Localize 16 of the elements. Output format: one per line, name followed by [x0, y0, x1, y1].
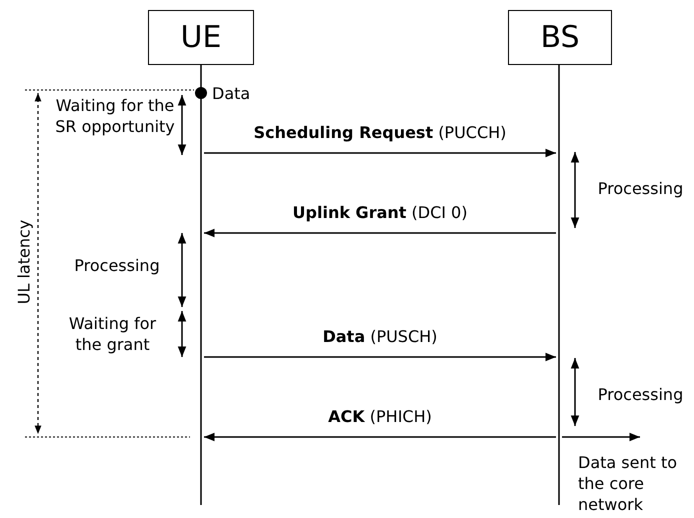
- message-arrow: [204, 148, 556, 158]
- duration-label: Processing: [596, 384, 684, 405]
- latency-label: UL latency: [14, 220, 34, 304]
- message-label: Uplink Grant (DCI 0): [290, 203, 470, 222]
- message-arrow: [204, 432, 556, 442]
- participant-box: UE: [148, 10, 254, 65]
- note-text: Data sent to the core network: [578, 452, 678, 515]
- duration-label: Waiting for the grant: [68, 313, 158, 355]
- duration-label: Waiting for the SR opportunity: [54, 95, 176, 137]
- duration-label: Processing: [73, 255, 161, 276]
- message-arrow: [204, 228, 556, 238]
- event-label: Data: [212, 83, 252, 104]
- message-arrow: [204, 352, 556, 362]
- participant-box: BS: [508, 10, 612, 65]
- message-arrow: [562, 432, 640, 442]
- duration-label: Processing: [596, 178, 684, 199]
